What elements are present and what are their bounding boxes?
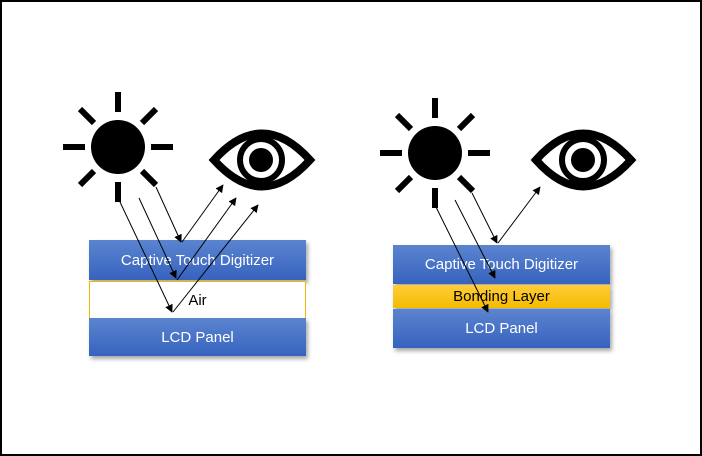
right-bonding-label: Bonding Layer — [453, 288, 550, 305]
right-sun-icon — [380, 98, 490, 208]
right-eye-icon — [530, 129, 637, 191]
left-digitizer-layer: Captive Touch Digitizer — [89, 240, 306, 280]
left-sun-icon — [63, 92, 173, 202]
right-light-rays — [435, 186, 541, 313]
left-lcd-label: LCD Panel — [161, 328, 234, 346]
right-lcd-layer: LCD Panel — [393, 309, 610, 348]
right-digitizer-label: Captive Touch Digitizer — [424, 256, 579, 273]
left-digitizer-label: Captive Touch Digitizer — [120, 251, 275, 269]
left-lcd-layer: LCD Panel — [89, 318, 306, 356]
right-bonding-layer: Bonding Layer — [393, 285, 610, 308]
left-eye-icon — [208, 129, 316, 191]
left-air-label: Air — [188, 291, 207, 309]
right-digitizer-layer: Captive Touch Digitizer — [393, 245, 610, 284]
right-lcd-label: LCD Panel — [465, 320, 538, 337]
left-light-rays — [119, 184, 259, 313]
